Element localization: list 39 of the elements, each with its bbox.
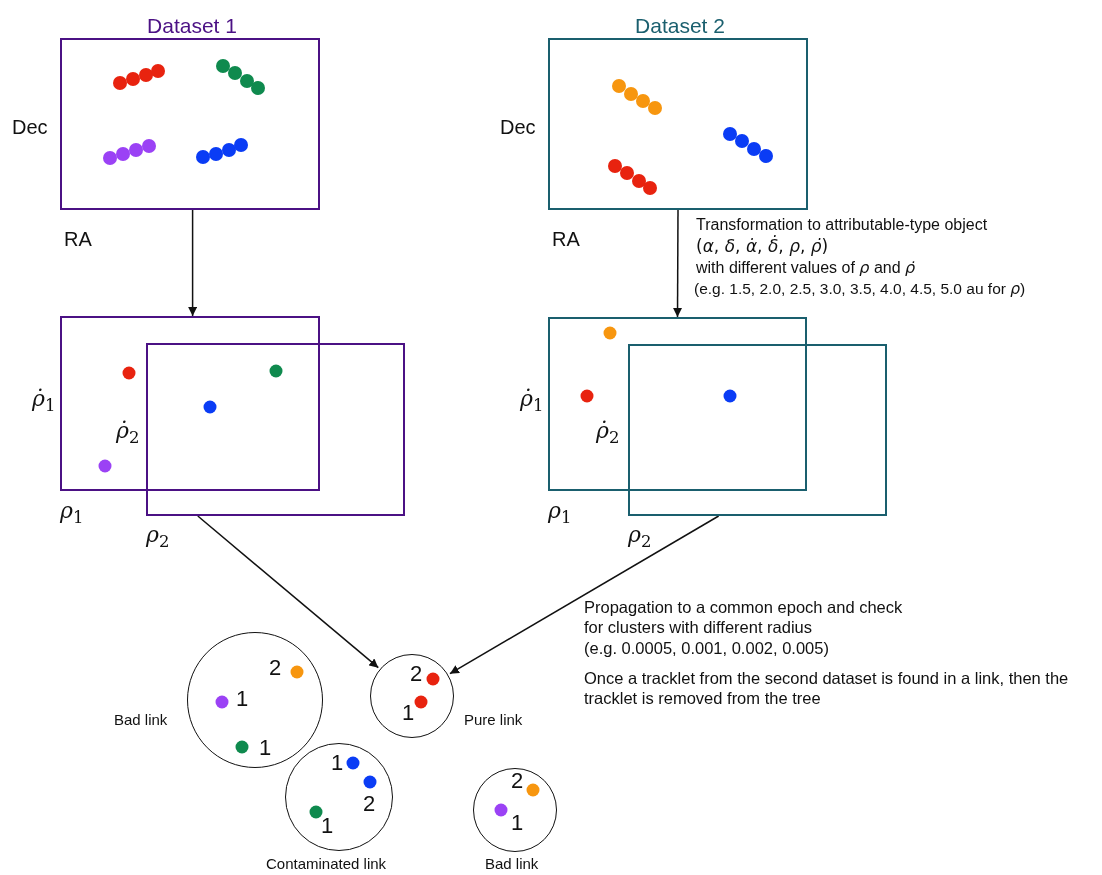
annotation-text: Once a tracklet from the second dataset is found in a link, then the tracklet is removed from the tree <box>584 669 1070 709</box>
annotation-text: (e.g. 1.5, 2.0, 2.5, 3.0, 3.5, 4.0, 4.5, 5.0 au for ρ) <box>694 280 1026 299</box>
link-caption: Bad link <box>485 855 539 873</box>
tracklet-number: 1 <box>331 750 344 776</box>
arrow <box>197 515 380 669</box>
axis-label: RA <box>552 228 580 251</box>
axis-label: RA <box>64 228 92 251</box>
tracklet-number: 1 <box>259 735 272 761</box>
axis-label: ρ$_{1}$ <box>548 498 572 529</box>
axis-label: ρ$_{2}$ <box>146 522 170 553</box>
annotation-text: (e.g. 0.0005, 0.001, 0.002, 0.005) <box>584 639 829 659</box>
tracklet-number: 1 <box>236 686 249 712</box>
panel-title: Dataset 1 <box>146 14 238 39</box>
tracklet-number: 2 <box>410 661 423 687</box>
panel-title: Dataset 2 <box>634 14 726 39</box>
link-caption: Bad link <box>114 711 168 729</box>
arrow <box>449 515 720 675</box>
arrow <box>188 209 198 317</box>
annotation-text: with different values of ρ and ρ̇ <box>696 258 916 278</box>
axis-label: Dec <box>500 116 536 139</box>
axis-label: ρ̇$_{1}$ <box>520 386 544 417</box>
axis-label: ρ$_{1}$ <box>60 498 84 529</box>
axis-label: ρ$_{2}$ <box>628 522 652 553</box>
annotation-text: Transformation to attributable-type object <box>696 215 988 235</box>
tracklet-number: 1 <box>402 700 415 726</box>
axis-label: Dec <box>12 116 48 139</box>
axis-label: ρ̇$_{2}$ <box>596 418 620 449</box>
tracklet-number: 1 <box>511 810 524 836</box>
tracklet-number: 1 <box>321 813 334 839</box>
arrow <box>673 209 683 318</box>
axis-label: ρ̇$_{2}$ <box>116 418 140 449</box>
link-caption: Contaminated link <box>266 855 387 873</box>
axis-label: ρ̇$_{1}$ <box>32 386 56 417</box>
tracklet-number: 2 <box>363 791 376 817</box>
annotation-text: (α, δ, α̇, δ̇, ρ, ρ̇) <box>696 236 829 257</box>
tracklet-number: 2 <box>269 655 282 681</box>
tracklet-number: 2 <box>511 768 524 794</box>
annotation-text: Propagation to a common epoch and check for clusters with different radius <box>584 598 904 638</box>
link-caption: Pure link <box>464 711 523 729</box>
